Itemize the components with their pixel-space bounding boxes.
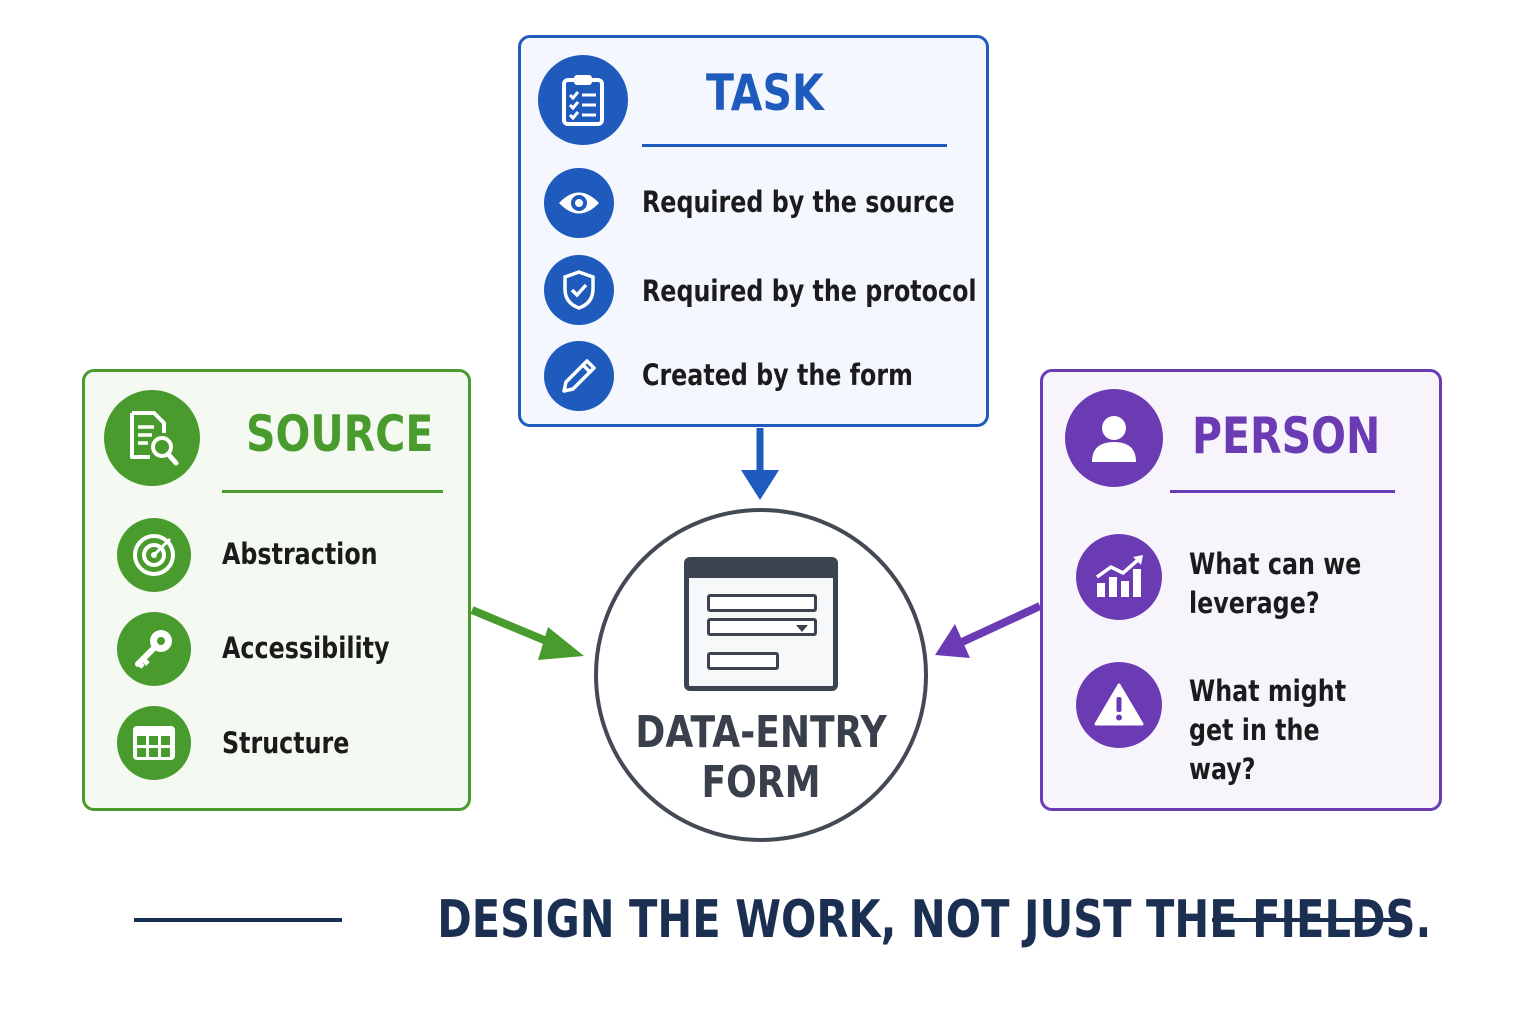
source-item-label: Structure [222, 726, 350, 760]
form-window-icon [684, 557, 838, 691]
document-search-icon [104, 390, 200, 486]
footer-rule-left [134, 918, 342, 922]
form-short-field [707, 652, 779, 670]
data-entry-form-label: DATA-ENTRY FORM [635, 707, 887, 808]
person-arrow [935, 602, 1042, 658]
warning-icon [1076, 662, 1162, 748]
task-arrow [741, 428, 779, 500]
task-item-label: Required by the protocol [642, 274, 977, 308]
person-item-label: What can we leverage? [1189, 547, 1362, 620]
grid-icon [117, 706, 191, 780]
key-icon [117, 612, 191, 686]
eye-icon [544, 168, 614, 238]
growth-chart-icon [1076, 534, 1162, 620]
task-title-rule [642, 144, 947, 147]
pencil-icon [544, 341, 614, 411]
user-icon [1065, 389, 1163, 487]
source-arrow [470, 606, 584, 660]
task-title: TASK [706, 64, 824, 122]
person-item-label: What might get in the way? [1189, 674, 1347, 786]
source-item-label: Accessibility [222, 631, 390, 665]
shield-check-icon [544, 255, 614, 325]
form-window-titlebar [689, 562, 833, 578]
form-dropdown-field [707, 618, 817, 636]
clipboard-checklist-icon [538, 55, 628, 145]
source-item-label: Abstraction [222, 537, 378, 571]
source-title-rule [222, 490, 443, 493]
footer-tagline: DESIGN THE WORK, NOT JUST THE FIELDS. [437, 890, 1432, 950]
footer-rule-right [1212, 918, 1402, 922]
form-field-bar [707, 594, 817, 612]
task-item-label: Required by the source [642, 185, 955, 219]
person-title: PERSON [1192, 407, 1381, 465]
person-title-rule [1170, 490, 1395, 493]
task-item-label: Created by the form [642, 358, 913, 392]
target-icon [117, 518, 191, 592]
source-title: SOURCE [246, 405, 434, 463]
